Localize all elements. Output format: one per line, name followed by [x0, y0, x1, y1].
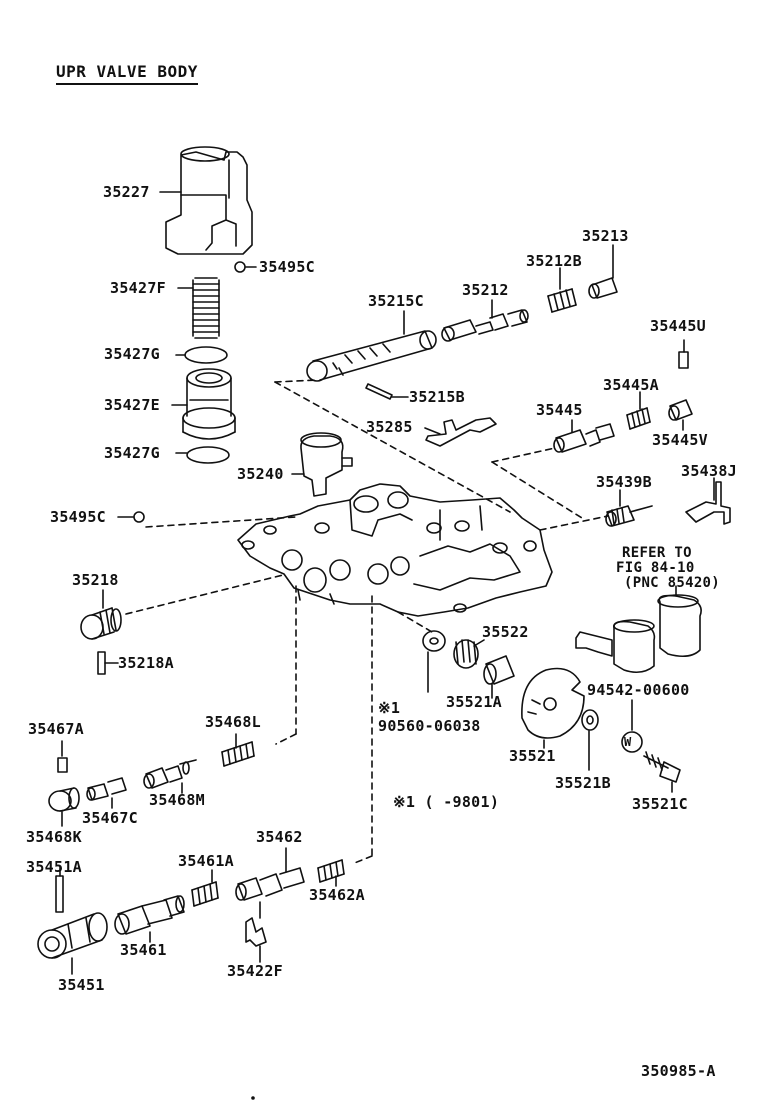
valve-35445 [553, 423, 615, 453]
spring-35212B [547, 288, 577, 313]
label-35240: 35240 [237, 465, 284, 483]
label-35212: 35212 [462, 281, 509, 299]
label-35213: 35213 [582, 227, 629, 245]
label-35462A: 35462A [309, 886, 365, 904]
label-35422F: 35422F [227, 962, 283, 980]
label-35212B: 35212B [526, 252, 582, 270]
w-mark: W [624, 735, 632, 749]
label-35521: 35521 [509, 747, 556, 765]
spring-35461A [191, 881, 219, 907]
stopper-35467C [86, 777, 127, 801]
refer-note-line3: (PNC 85420) [624, 575, 721, 591]
solenoid-35439B [605, 505, 653, 527]
plug-35445V [668, 399, 693, 421]
valve-35461 [114, 895, 185, 935]
label-35427G-lower: 35427G [104, 444, 160, 462]
valve-35212 [441, 309, 529, 342]
label-35215C: 35215C [368, 292, 424, 310]
label-35468K: 35468K [26, 828, 82, 846]
refer-note-line2: FIG 84-10 [616, 560, 695, 576]
valve-35521A [483, 655, 515, 685]
valve-35462 [235, 867, 305, 901]
label-90560-06038: 90560-06038 [378, 717, 481, 735]
label-35451A: 35451A [26, 858, 82, 876]
label-35427G-upper: 35427G [104, 345, 160, 363]
label-35427E: 35427E [104, 396, 160, 414]
label-35521B: 35521B [555, 774, 611, 792]
label-35467A: 35467A [28, 720, 84, 738]
valve-35468M [143, 759, 197, 789]
label-35461: 35461 [120, 941, 167, 959]
label-35495C-top: 35495C [259, 258, 315, 276]
spring-35445A [626, 407, 651, 430]
bracket-35438J [685, 481, 731, 525]
label-35427F: 35427F [110, 279, 166, 297]
label-35495C-left: 35495C [50, 508, 106, 526]
label-35445: 35445 [536, 401, 583, 419]
label-35227: 35227 [103, 183, 150, 201]
mark-1-range: ※1 ( -9801) [393, 793, 500, 811]
label-35439B: 35439B [596, 473, 652, 491]
cam-35521 [521, 667, 585, 739]
label-35467C: 35467C [82, 809, 138, 827]
diagram-title: UPR VALVE BODY [56, 62, 198, 85]
bolt-35521C [643, 751, 681, 783]
label-35451: 35451 [58, 976, 105, 994]
label-35521C: 35521C [632, 795, 688, 813]
label-35285: 35285 [366, 418, 413, 436]
refer-note-line1: REFER TO [622, 545, 692, 561]
label-35522: 35522 [482, 623, 529, 641]
label-35218A: 35218A [118, 654, 174, 672]
solenoid-35240 [300, 432, 353, 497]
solenoid-assembly-ref [575, 594, 702, 674]
spring-35427F [192, 277, 220, 339]
plug-35213 [588, 277, 618, 299]
label-94542-00600: 94542-00600 [587, 681, 690, 699]
plate-35285 [425, 417, 497, 447]
valve-body-main [237, 483, 553, 617]
piston-35427E [182, 368, 236, 440]
label-35462: 35462 [256, 828, 303, 846]
cover-part-35227 [165, 146, 253, 255]
plug-35218 [80, 607, 122, 640]
label-35445V: 35445V [652, 431, 708, 449]
label-35445U: 35445U [650, 317, 706, 335]
label-35215B: 35215B [409, 388, 465, 406]
sleeve-35215C [306, 330, 437, 382]
spring-35468L [221, 741, 255, 767]
label-35468L: 35468L [205, 713, 261, 731]
mark-1: ※1 [378, 699, 401, 717]
label-35461A: 35461A [178, 852, 234, 870]
label-35218: 35218 [72, 571, 119, 589]
label-35445A: 35445A [603, 376, 659, 394]
clip-35422F [245, 917, 267, 947]
label-35468M: 35468M [149, 791, 205, 809]
label-35438J: 35438J [681, 462, 737, 480]
spring-35462A [317, 859, 345, 883]
plug-35468K [48, 787, 80, 812]
figure-id: 350985-A [641, 1062, 716, 1080]
spring-35522 [453, 639, 479, 669]
sleeve-35451 [37, 912, 108, 959]
label-35521A: 35521A [446, 693, 502, 711]
